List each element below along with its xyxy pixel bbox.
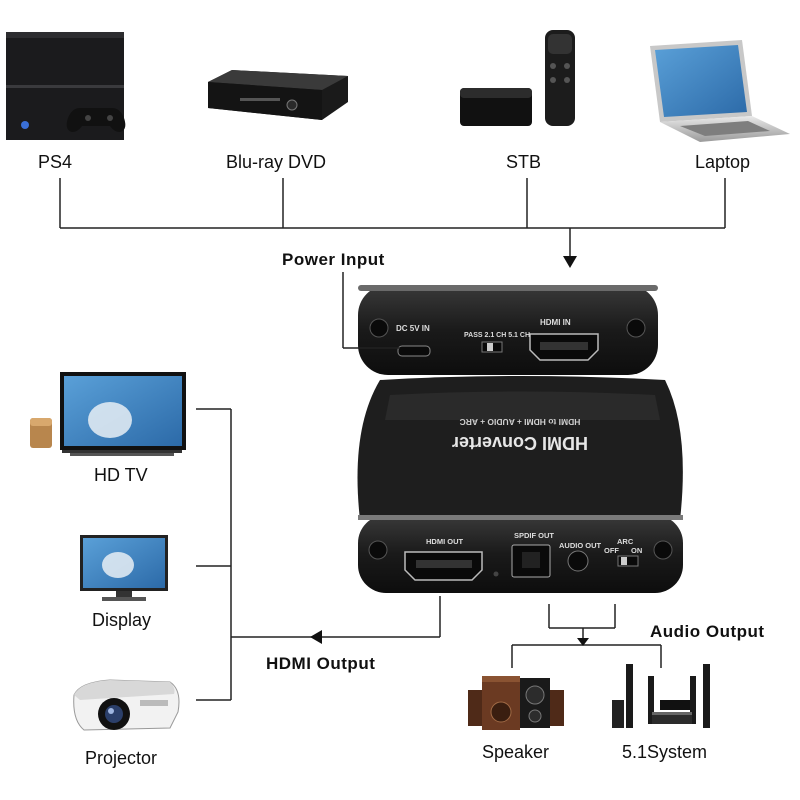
label-audio-out: AUDIO OUT — [559, 541, 602, 550]
label-pass: PASS 2.1 CH 5.1 CH — [464, 332, 530, 339]
label-on: ON — [631, 546, 642, 555]
set-top-box-icon — [460, 30, 575, 126]
hd-tv-icon — [30, 372, 186, 456]
label-laptop: Laptop — [695, 152, 751, 172]
label-hdmi-output: HDMI Output — [266, 654, 376, 673]
label-speaker: Speaker — [482, 742, 550, 762]
ps4-icon — [6, 32, 126, 140]
converter-subtitle: HDMI to HDMI + AUDIO + ARC — [460, 417, 581, 427]
label-51-system: 5.1System — [622, 742, 708, 762]
converter-title: HDMI Converter — [452, 433, 588, 453]
label-stb: STB — [506, 152, 542, 172]
converter-back-panel — [358, 285, 658, 375]
label-display: Display — [92, 610, 152, 630]
display-monitor-icon — [80, 535, 168, 601]
projector-icon — [73, 679, 180, 731]
arrow-left-icon — [310, 630, 322, 644]
hdmi-output-lines — [196, 408, 441, 701]
label-power-input: Power Input — [282, 250, 385, 269]
converter-labels: HDMI Converter HDMI to HDMI + AUDIO + AR… — [396, 318, 642, 555]
surround-system-icon — [612, 664, 710, 728]
speaker-icon — [468, 676, 564, 730]
power-input-line — [342, 272, 400, 349]
label-arc: ARC — [617, 537, 634, 546]
arrow-down-icon — [577, 638, 589, 646]
laptop-icon — [650, 40, 790, 142]
label-dc-in: DC 5V IN — [396, 324, 430, 333]
label-hdmi-out: HDMI OUT — [426, 537, 463, 546]
label-projector: Projector — [85, 748, 158, 768]
label-hd-tv: HD TV — [94, 465, 148, 485]
bluray-player-icon — [208, 70, 348, 120]
label-bluray: Blu-ray DVD — [226, 152, 327, 172]
source-bus-lines — [59, 178, 726, 258]
converter-front-body — [357, 376, 683, 593]
label-audio-output: Audio Output — [650, 622, 765, 641]
label-hdmi-in: HDMI IN — [540, 318, 571, 327]
label-ps4: PS4 — [38, 152, 73, 172]
label-off: OFF — [604, 546, 619, 555]
audio-output-lines — [511, 604, 662, 668]
arrow-down-icon — [563, 256, 577, 268]
label-spdif-out: SPDIF OUT — [514, 531, 554, 540]
